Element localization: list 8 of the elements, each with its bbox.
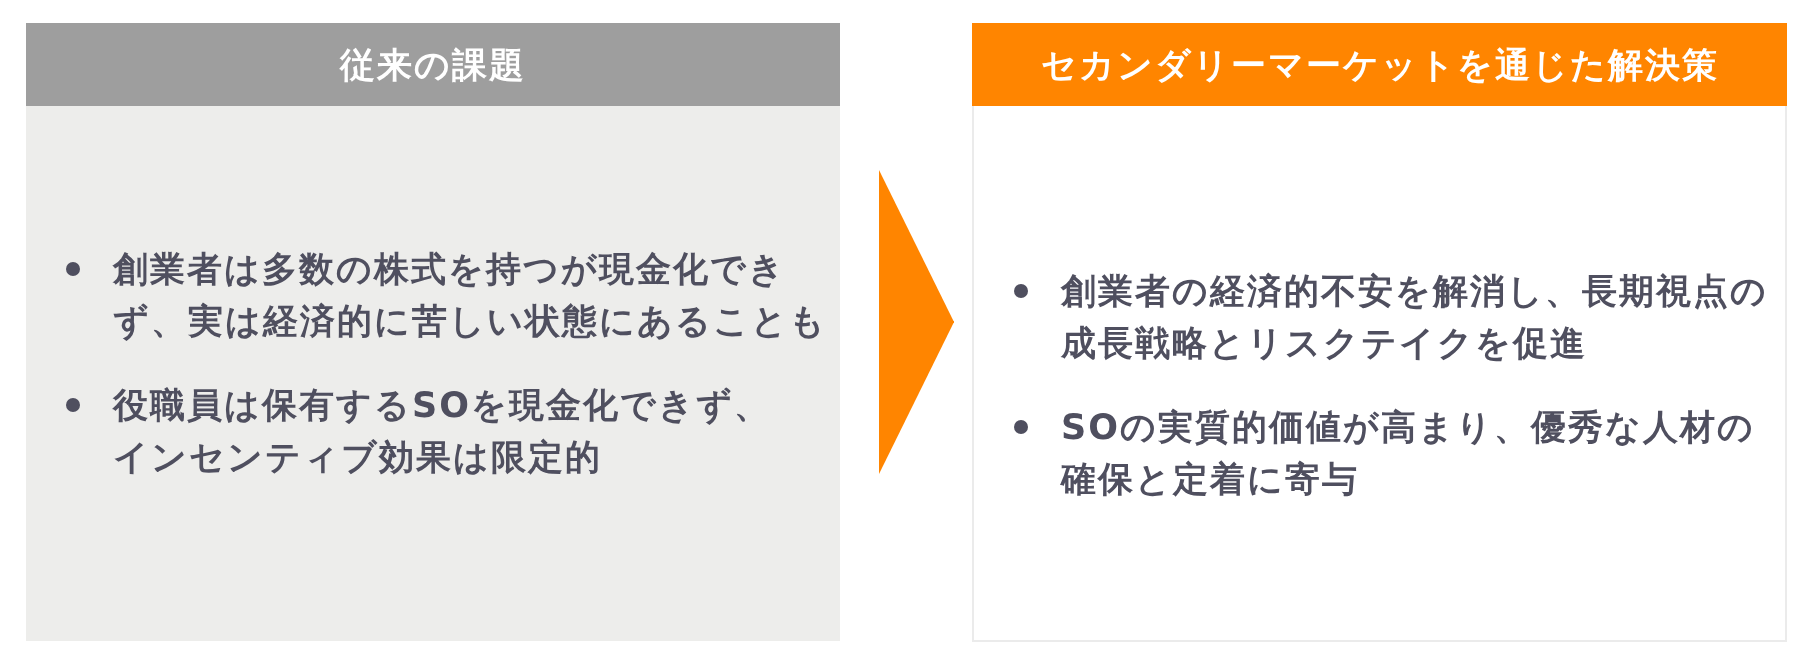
panel-title: 従来の課題 [340,43,526,86]
bullet-text: 創業者は多数の株式を持つが現金化できず、実は経済的に苦しい状態にあることも [113,248,828,343]
panel-card [26,23,840,641]
bullet-text: SOの実質的価値が高まり、優秀な人材の確保と定着に寄与 [1061,406,1756,501]
panel-title: セカンダリーマーケットを通じた解決策 [1040,43,1719,86]
bullet-text: 役職員は保有するSOを現金化できず、インセンティブ効果は限定的 [113,384,772,479]
panel-card [972,23,1787,642]
bullet-text: 創業者の経済的不安を解消し、長期視点の成長戦略とリスクテイクを促進 [1061,270,1769,365]
